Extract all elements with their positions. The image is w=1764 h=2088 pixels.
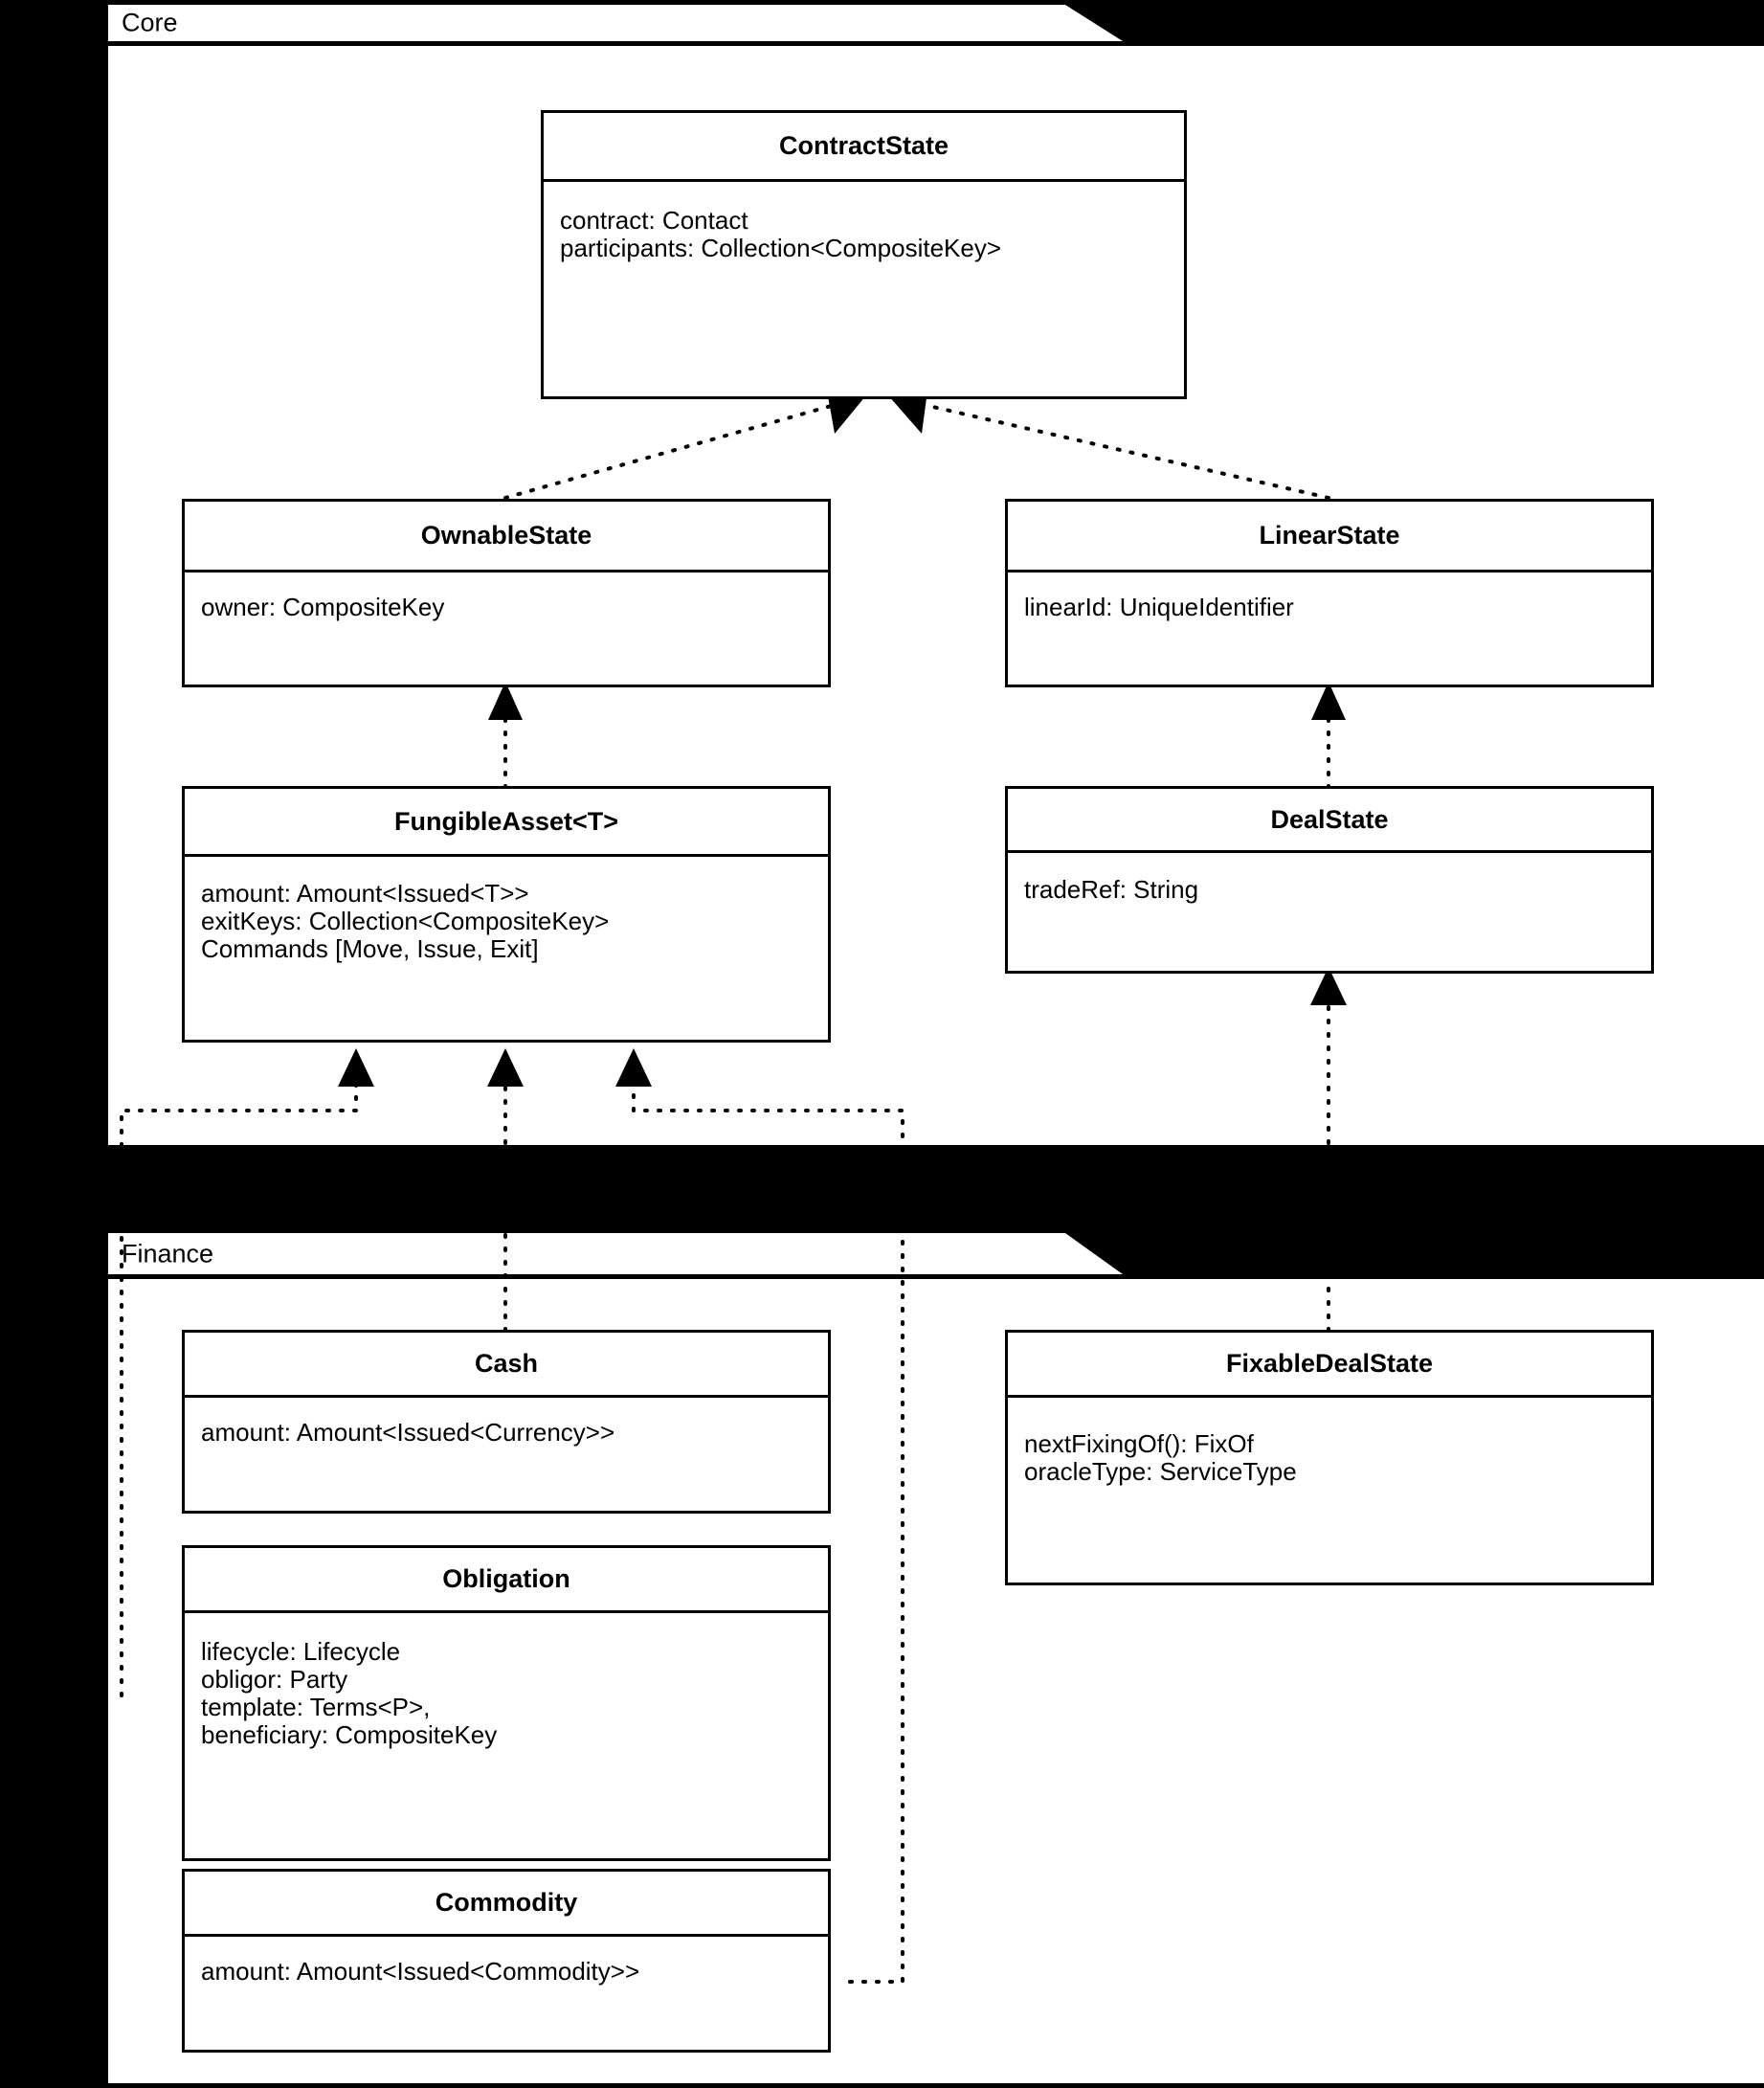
- attribute-row: owner: CompositeKey: [201, 593, 445, 621]
- attribute-row: tradeRef: String: [1024, 875, 1199, 904]
- attribute-row: amount: Amount<Issued<T>>: [201, 879, 529, 908]
- class-title-fungibleasset: FungibleAsset<T>: [185, 789, 828, 857]
- class-attributes-linearstate: linearId: UniqueIdentifier: [1008, 573, 1651, 631]
- class-attributes-fixabledealstate: nextFixingOf(): FixOf oracleType: Servic…: [1008, 1398, 1651, 1495]
- class-title-linearstate: LinearState: [1008, 502, 1651, 573]
- class-box-fungibleasset[interactable]: FungibleAsset<T> amount: Amount<Issued<T…: [182, 786, 831, 1043]
- attribute-row: template: Terms<P>,: [201, 1693, 431, 1722]
- class-title-contractstate: ContractState: [544, 113, 1184, 182]
- class-box-commodity[interactable]: Commodity amount: Amount<Issued<Commodit…: [182, 1869, 831, 2053]
- attribute-row: exitKeys: Collection<CompositeKey>: [201, 907, 610, 936]
- package-tab-finance: Finance: [108, 1233, 1123, 1274]
- attribute-row: lifecycle: Lifecycle: [201, 1637, 401, 1666]
- class-title-obligation: Obligation: [185, 1548, 828, 1613]
- attribute-row: contract: Contact: [560, 206, 748, 235]
- attribute-row: oracleType: ServiceType: [1024, 1457, 1297, 1487]
- attribute-row: amount: Amount<Issued<Commodity>>: [201, 1957, 640, 1986]
- class-title-ownablestate: OwnableState: [185, 502, 828, 573]
- class-box-fixabledealstate[interactable]: FixableDealState nextFixingOf(): FixOf o…: [1005, 1330, 1654, 1585]
- attribute-row: Commands [Move, Issue, Exit]: [201, 934, 539, 964]
- attribute-row: obligor: Party: [201, 1665, 348, 1695]
- class-box-obligation[interactable]: Obligation lifecycle: Lifecycle obligor:…: [182, 1545, 831, 1861]
- attribute-row: nextFixingOf(): FixOf: [1024, 1429, 1254, 1458]
- attribute-row: beneficiary: CompositeKey: [201, 1720, 498, 1750]
- class-attributes-fungibleasset: amount: Amount<Issued<T>> exitKeys: Coll…: [185, 857, 828, 973]
- class-box-cash[interactable]: Cash amount: Amount<Issued<Currency>>: [182, 1330, 831, 1514]
- class-attributes-ownablestate: owner: CompositeKey: [185, 573, 828, 631]
- class-box-contractstate[interactable]: ContractState contract: Contact particip…: [541, 110, 1187, 399]
- class-title-fixabledealstate: FixableDealState: [1008, 1333, 1651, 1398]
- attribute-row: linearId: UniqueIdentifier: [1024, 593, 1294, 621]
- class-attributes-obligation: lifecycle: Lifecycle obligor: Party temp…: [185, 1613, 828, 1759]
- class-title-dealstate: DealState: [1008, 789, 1651, 853]
- package-label-core: Core: [122, 8, 178, 37]
- class-box-linearstate[interactable]: LinearState linearId: UniqueIdentifier: [1005, 499, 1654, 687]
- attribute-row: participants: Collection<CompositeKey>: [560, 234, 1002, 263]
- package-tab-core: Core: [108, 5, 1123, 41]
- package-label-finance: Finance: [122, 1239, 214, 1268]
- class-attributes-commodity: amount: Amount<Issued<Commodity>>: [185, 1937, 828, 1995]
- attribute-row: amount: Amount<Issued<Currency>>: [201, 1418, 615, 1447]
- class-attributes-cash: amount: Amount<Issued<Currency>>: [185, 1398, 828, 1456]
- class-title-commodity: Commodity: [185, 1872, 828, 1937]
- class-attributes-dealstate: tradeRef: String: [1008, 853, 1651, 913]
- class-box-ownablestate[interactable]: OwnableState owner: CompositeKey: [182, 499, 831, 687]
- class-title-cash: Cash: [185, 1333, 828, 1398]
- class-box-dealstate[interactable]: DealState tradeRef: String: [1005, 786, 1654, 974]
- class-attributes-contractstate: contract: Contact participants: Collecti…: [544, 182, 1184, 272]
